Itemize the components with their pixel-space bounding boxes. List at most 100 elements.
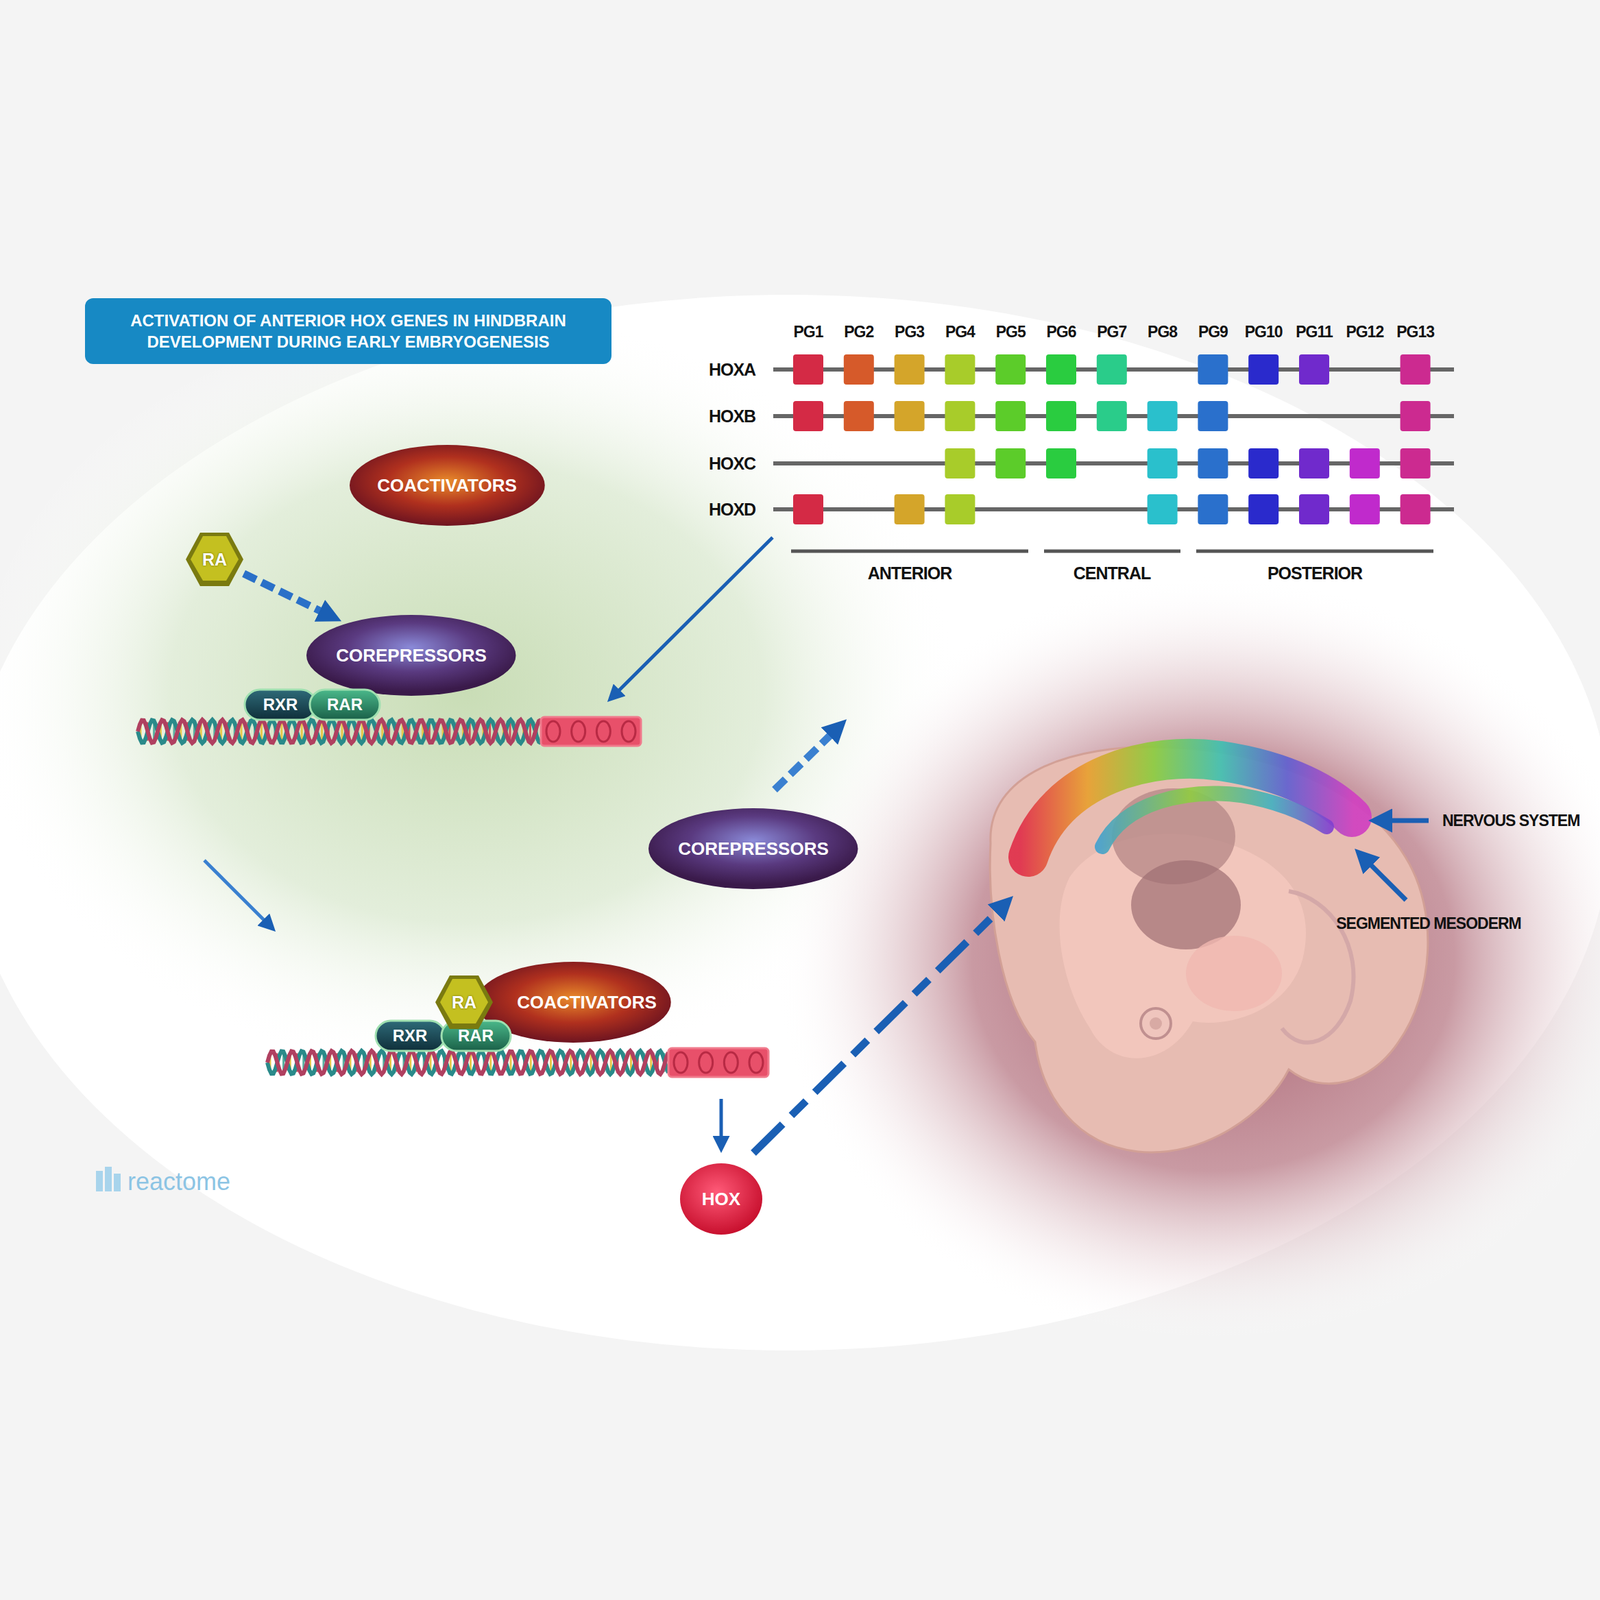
gene-square <box>1248 354 1279 385</box>
cluster-label: HOXD <box>708 499 756 520</box>
paralog-group-label: PG2 <box>843 322 874 342</box>
paralog-group-label: PG9 <box>1198 322 1228 342</box>
gene-square <box>1096 354 1127 385</box>
expression-arrow <box>719 1098 724 1147</box>
paralog-group-label: PG1 <box>793 322 823 342</box>
node-label: RXR <box>392 1026 428 1046</box>
node-outline <box>441 1020 511 1051</box>
node-label: RXR <box>263 695 299 715</box>
paralog-group-label: PG11 <box>1295 322 1333 342</box>
bracket <box>1196 549 1434 554</box>
node-label: HOX <box>701 1188 741 1210</box>
title: ACTIVATION OF ANTERIOR HOX GENES IN HIND… <box>97 309 600 353</box>
gene-square <box>995 448 1026 479</box>
dna-strand <box>621 721 636 742</box>
base-pair <box>300 721 303 741</box>
pointer-arrow <box>612 537 773 698</box>
paralog-group-label: PG7 <box>1096 322 1127 342</box>
gene-square <box>944 494 975 525</box>
gene-square <box>1400 401 1431 432</box>
node-label: RA <box>451 992 477 1013</box>
gene-square <box>1046 354 1077 385</box>
gene-square <box>1096 401 1127 432</box>
paralog-group-label: PG10 <box>1244 322 1283 342</box>
gene-square <box>843 354 875 385</box>
transition-arrow <box>204 860 271 927</box>
node-outline <box>680 1163 763 1235</box>
gene-square <box>995 354 1026 385</box>
region-label: POSTERIOR <box>1267 563 1363 584</box>
gene-square <box>1197 354 1228 385</box>
reactome-logo <box>95 1166 121 1192</box>
gene-square <box>793 494 824 525</box>
dna-strand <box>546 721 561 742</box>
gene-square <box>944 448 975 479</box>
dna-strand <box>596 721 611 742</box>
paralog-group-label: PG8 <box>1147 322 1178 342</box>
cluster-label: HOXC <box>708 453 756 474</box>
node-label: COREPRESSORS <box>335 645 487 667</box>
gene-square <box>793 354 824 385</box>
tissue-label: NERVOUS SYSTEM <box>1442 811 1580 831</box>
gene-square <box>1046 401 1077 432</box>
gene-square <box>1046 448 1077 479</box>
node-outline <box>306 614 516 696</box>
dna-strand <box>699 1052 713 1073</box>
gene-square <box>1400 448 1431 479</box>
gene-square <box>995 401 1026 432</box>
gene-square <box>1197 494 1228 525</box>
gene-square <box>1349 494 1380 525</box>
bracket <box>791 549 1029 554</box>
paralog-group-label: PG13 <box>1396 322 1435 342</box>
node-label: COACTIVATORS <box>516 991 657 1014</box>
dna-strand <box>137 719 541 744</box>
corepressor-complex: COREPRESSORS <box>648 808 858 890</box>
dna-strand <box>267 1050 669 1075</box>
cluster-label: HOXB <box>708 406 756 427</box>
hox-gene-segment <box>668 1048 769 1077</box>
node-label: COACTIVATORS <box>377 475 517 497</box>
node-outline <box>440 978 489 1024</box>
gene-square <box>793 401 824 432</box>
region-label: CENTRAL <box>1073 563 1151 584</box>
paralog-group-label: PG12 <box>1345 322 1384 342</box>
node-outline <box>185 532 244 587</box>
gene-square <box>1248 494 1279 525</box>
node-outline <box>375 1020 445 1051</box>
coactivator-complex: COACTIVATORS <box>349 444 545 526</box>
node-label: RAR <box>326 695 363 715</box>
dna-strand <box>267 1050 669 1075</box>
gene-square <box>1147 494 1178 525</box>
receptor-rxr: RXR <box>375 1020 445 1051</box>
gene-square <box>1197 401 1228 432</box>
node-outline <box>309 689 380 720</box>
gene-square <box>1299 354 1330 385</box>
node-label: RAR <box>457 1026 494 1046</box>
dna-strand <box>137 719 541 744</box>
gene-square <box>944 401 975 432</box>
hox-gene-segment <box>540 717 641 746</box>
region-label: ANTERIOR <box>867 563 953 584</box>
gene-square <box>1197 448 1228 479</box>
paralog-group-label: PG3 <box>894 322 925 342</box>
gene-square <box>894 354 925 385</box>
title-box: ACTIVATION OF ANTERIOR HOX GENES IN HIND… <box>85 298 612 365</box>
dna-strand <box>673 1052 688 1073</box>
retinoic-acid: RA <box>185 532 244 587</box>
gene-square <box>894 494 925 525</box>
node-outline <box>190 536 239 581</box>
node-outline <box>349 444 545 526</box>
receptor-rar: RAR <box>309 689 380 720</box>
leader-line <box>1377 818 1429 824</box>
gene-square <box>1349 448 1380 479</box>
receptor-rxr: RXR <box>244 689 317 720</box>
release-arrow <box>774 725 840 790</box>
gene-square <box>1147 448 1178 479</box>
gene-square <box>1400 354 1431 385</box>
tissue-label: SEGMENTED MESODERM <box>1336 914 1522 933</box>
paralog-group-label: PG6 <box>1046 322 1076 342</box>
paralog-group-label: PG4 <box>945 322 975 342</box>
retinoic-acid: RA <box>435 975 493 1029</box>
